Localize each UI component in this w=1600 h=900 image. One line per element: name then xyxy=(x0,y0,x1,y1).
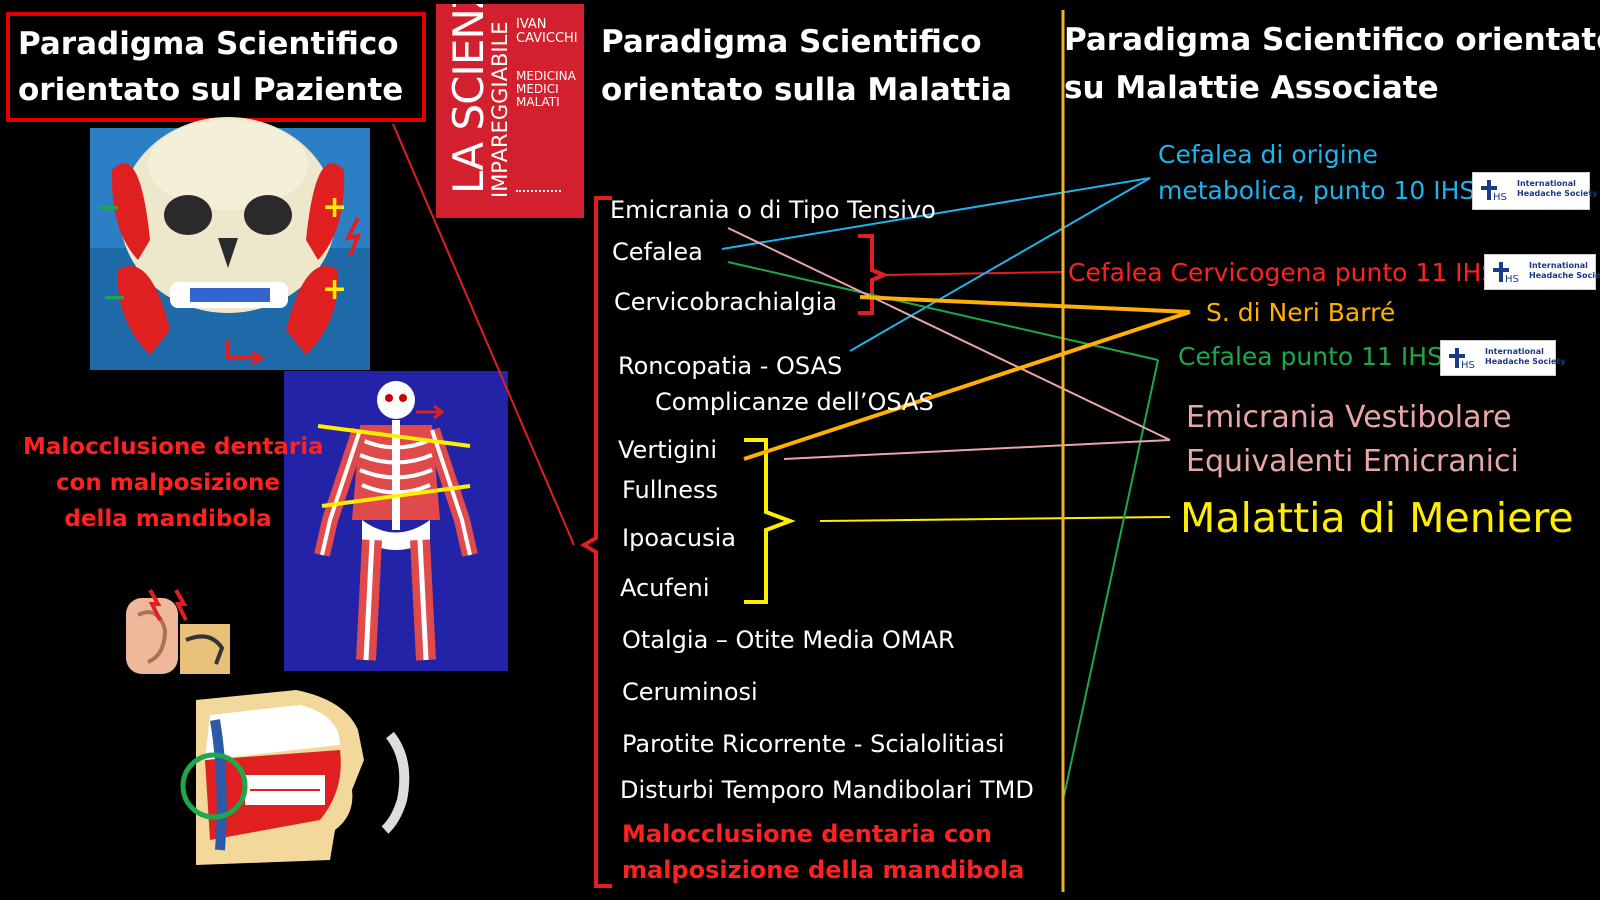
skeleton-illustration xyxy=(284,371,508,671)
symptom-item: Emicrania o di Tipo Tensivo xyxy=(610,196,936,224)
skull-plus-bottom: + xyxy=(322,272,348,307)
svg-text:HS: HS xyxy=(1505,274,1519,284)
col1-title-line1: Paradigma Scientifico xyxy=(18,26,399,62)
book-author-line2: CAVICCHI xyxy=(516,31,578,46)
cefalea11-tmd-link xyxy=(1063,359,1159,797)
symptom-item: Complicanze dell’OSAS xyxy=(655,388,934,416)
book-dots xyxy=(516,190,561,192)
ihs-badge-line2: Headache Society xyxy=(1529,271,1600,280)
symptom-item: Roncopatia - OSAS xyxy=(618,352,843,380)
symptom-item: Parotite Ricorrente - Scialolitiasi xyxy=(622,730,1005,758)
meniere-link xyxy=(819,516,1171,522)
book-tag-2: MEDICI xyxy=(516,82,559,96)
metabolic-label-line1: Cefalea di origine xyxy=(1158,140,1378,169)
skull-minus-bottom: − xyxy=(102,280,128,315)
metabolic-link-osas xyxy=(849,177,1151,352)
otologic-bracket xyxy=(744,438,796,604)
left-caption-line1: Malocclusione dentaria xyxy=(23,434,324,460)
ihs-logo-icon: HS xyxy=(1493,262,1519,284)
book-tag-3: MALATI xyxy=(516,95,560,109)
symptom-item: Cervicobrachialgia xyxy=(614,288,838,316)
symptoms-bracket xyxy=(580,196,612,888)
ihs-badge-line2: Headache Society xyxy=(1485,357,1566,366)
vestibolare-label-line1: Emicrania Vestibolare xyxy=(1186,400,1512,435)
skull-plus-top: + xyxy=(322,190,348,225)
cervicogena-label: Cefalea Cervicogena punto 11 IHS xyxy=(1068,258,1498,287)
skull-illustration xyxy=(90,117,370,370)
symptom-item: Ceruminosi xyxy=(622,678,758,706)
left-caption-line3: della mandibola xyxy=(64,506,272,532)
book-cover-image: LA SCIENZA IMPAREGGIABILE IVAN CAVICCHI … xyxy=(436,4,584,218)
neribarre-link-cervico xyxy=(859,295,1191,314)
ear-illustration xyxy=(126,589,230,674)
ihs-logo-icon: HS xyxy=(1449,348,1475,370)
cefalea11-label: Cefalea punto 11 IHS xyxy=(1178,342,1443,371)
cervicogena-link xyxy=(883,271,1065,276)
svg-text:HS: HS xyxy=(1493,192,1507,202)
ihs-badge-line1: International xyxy=(1485,347,1544,356)
book-tag-1: MEDICINA xyxy=(516,69,576,83)
symptom-item: Otalgia – Otite Media OMAR xyxy=(622,626,955,654)
symptom-cause-line1: Malocclusione dentaria con xyxy=(622,820,992,848)
symptom-item: Acufeni xyxy=(620,574,710,602)
meniere-label: Malattia di Meniere xyxy=(1180,494,1574,542)
col3-title-line2: su Malattie Associate xyxy=(1064,70,1439,106)
vestibolare-link-emicrania xyxy=(727,227,1171,441)
ihs-logo-icon: HS xyxy=(1481,180,1507,202)
ihs-badge-line2: Headache Society xyxy=(1517,189,1598,198)
symptom-item: Cefalea xyxy=(612,238,703,266)
col1-title-line2: orientato sul Paziente xyxy=(18,72,404,108)
metabolic-link-cefalea xyxy=(721,177,1151,250)
col2-title-line2: orientato sulla Malattia xyxy=(601,72,1012,108)
jaw-illustration xyxy=(180,690,410,865)
neri-barre-label: S. di Neri Barré xyxy=(1206,298,1396,327)
vestibolare-link-vertigini xyxy=(783,439,1171,460)
symptom-cause-line2: malposizione della mandibola xyxy=(622,856,1025,884)
ihs-badge-line1: International xyxy=(1529,261,1588,270)
patient-to-symptoms-line xyxy=(392,123,575,546)
vestibolare-label-line2: Equivalenti Emicranici xyxy=(1186,444,1519,479)
skull-minus-top: − xyxy=(96,190,122,225)
cefalea11-link xyxy=(727,261,1159,361)
col2-title-line1: Paradigma Scientifico xyxy=(601,24,982,60)
col3-title-line1: Paradigma Scientifico orientato xyxy=(1064,22,1600,58)
symptom-item: Ipoacusia xyxy=(622,524,736,552)
neribarre-link-vertigini xyxy=(743,310,1191,461)
metabolic-label-line2: metabolica, punto 10 IHS xyxy=(1158,176,1476,205)
svg-text:HS: HS xyxy=(1461,360,1475,370)
book-author-line1: IVAN xyxy=(516,17,547,32)
symptom-item: Disturbi Temporo Mandibolari TMD xyxy=(620,776,1034,804)
symptom-item: Vertigini xyxy=(618,436,718,464)
symptom-item: Fullness xyxy=(622,476,719,504)
left-caption-line2: con malposizione xyxy=(55,470,281,496)
ihs-badge-line1: International xyxy=(1517,179,1576,188)
